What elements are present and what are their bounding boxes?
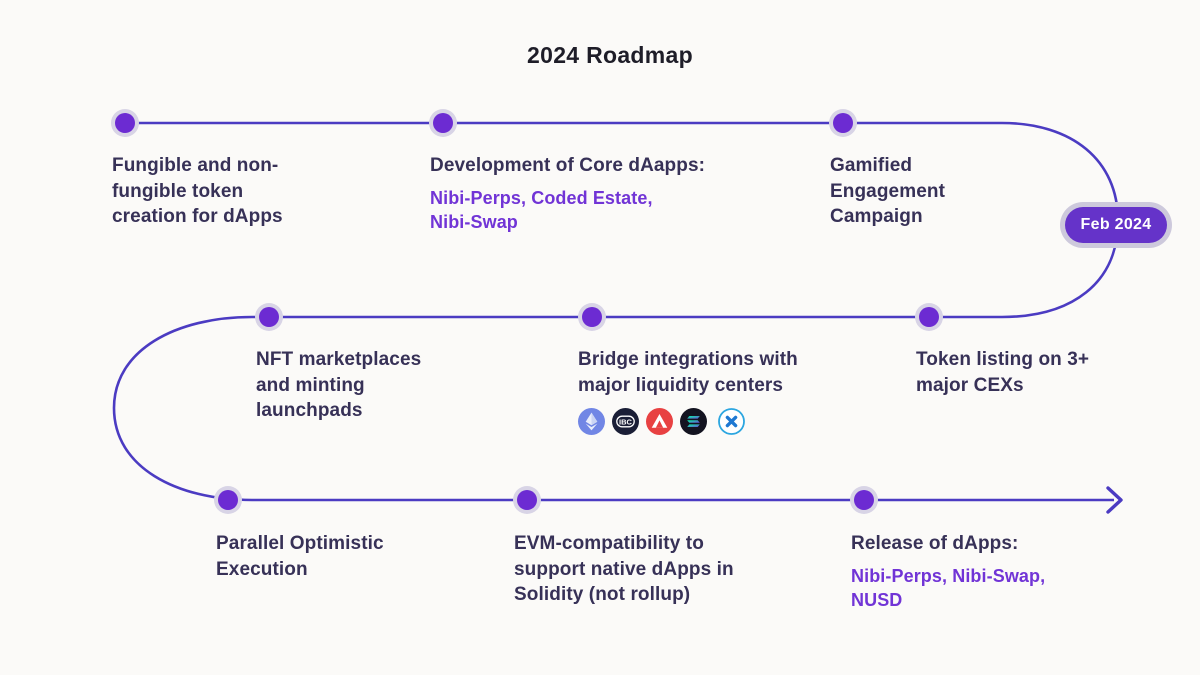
svg-text:IBC: IBC: [619, 418, 633, 427]
timeline-nodes: [111, 109, 943, 514]
timeline-node: [429, 109, 457, 137]
milestone-subtitle: Nibi-Perps, Coded Estate, Nibi-Swap: [430, 187, 653, 232]
milestone-subtitle: Nibi-Perps, Nibi-Swap, NUSD: [851, 565, 1046, 610]
timeline-node: [111, 109, 139, 137]
milestone-title: Token listing on 3+ major CEXs: [916, 349, 1090, 396]
milestone-title: Gamified Engagement Campaign: [830, 155, 946, 228]
timeline-node: [255, 303, 283, 331]
avalanche-icon: [646, 408, 673, 436]
timeline-node: [829, 109, 857, 137]
timeline-node: [850, 486, 878, 514]
milestone-cex-listing: Token listing on 3+ major CEXs: [916, 347, 1111, 398]
milestone-title: Parallel Optimistic Execution: [216, 533, 384, 580]
milestone-title: Development of Core dAapps:: [430, 155, 706, 176]
timeline-node: [915, 303, 943, 331]
date-badge: Feb 2024: [1060, 202, 1172, 248]
milestone-gamified-campaign: Gamified Engagement Campaign: [830, 153, 980, 230]
milestone-core-dapps: Development of Core dAapps: Nibi-Perps, …: [430, 153, 760, 235]
milestone-title: NFT marketplaces and minting launchpads: [256, 349, 422, 422]
milestone-title: Release of dApps:: [851, 533, 1019, 554]
ibc-icon: IBC: [612, 408, 639, 436]
ethereum-icon: [578, 408, 605, 436]
bridge-chain-icons: IBC: [578, 408, 828, 436]
multichain-icon: [718, 408, 745, 436]
milestone-title: Bridge integrations with major liquidity…: [578, 349, 798, 396]
solana-icon: [680, 408, 707, 436]
timeline-path: [112, 121, 1120, 502]
page-title: 2024 Roadmap: [527, 42, 693, 68]
milestone-evm-compatibility: EVM-compatibility to support native dApp…: [514, 531, 769, 608]
timeline-node: [578, 303, 606, 331]
milestone-title: EVM-compatibility to support native dApp…: [514, 533, 734, 606]
timeline-arrowhead: [1106, 486, 1123, 514]
milestone-parallel-execution: Parallel Optimistic Execution: [216, 531, 416, 582]
date-badge-label: Feb 2024: [1065, 207, 1167, 243]
timeline-node: [513, 486, 541, 514]
milestone-dapps-release: Release of dApps: Nibi-Perps, Nibi-Swap,…: [851, 531, 1131, 613]
milestone-title: Fungible and non-fungible token creation…: [112, 155, 283, 228]
milestone-nft-marketplaces: NFT marketplaces and minting launchpads: [256, 347, 451, 424]
milestone-bridge-integrations: Bridge integrations with major liquidity…: [578, 347, 828, 436]
timeline-node: [214, 486, 242, 514]
milestone-token-creation: Fungible and non-fungible token creation…: [112, 153, 312, 230]
